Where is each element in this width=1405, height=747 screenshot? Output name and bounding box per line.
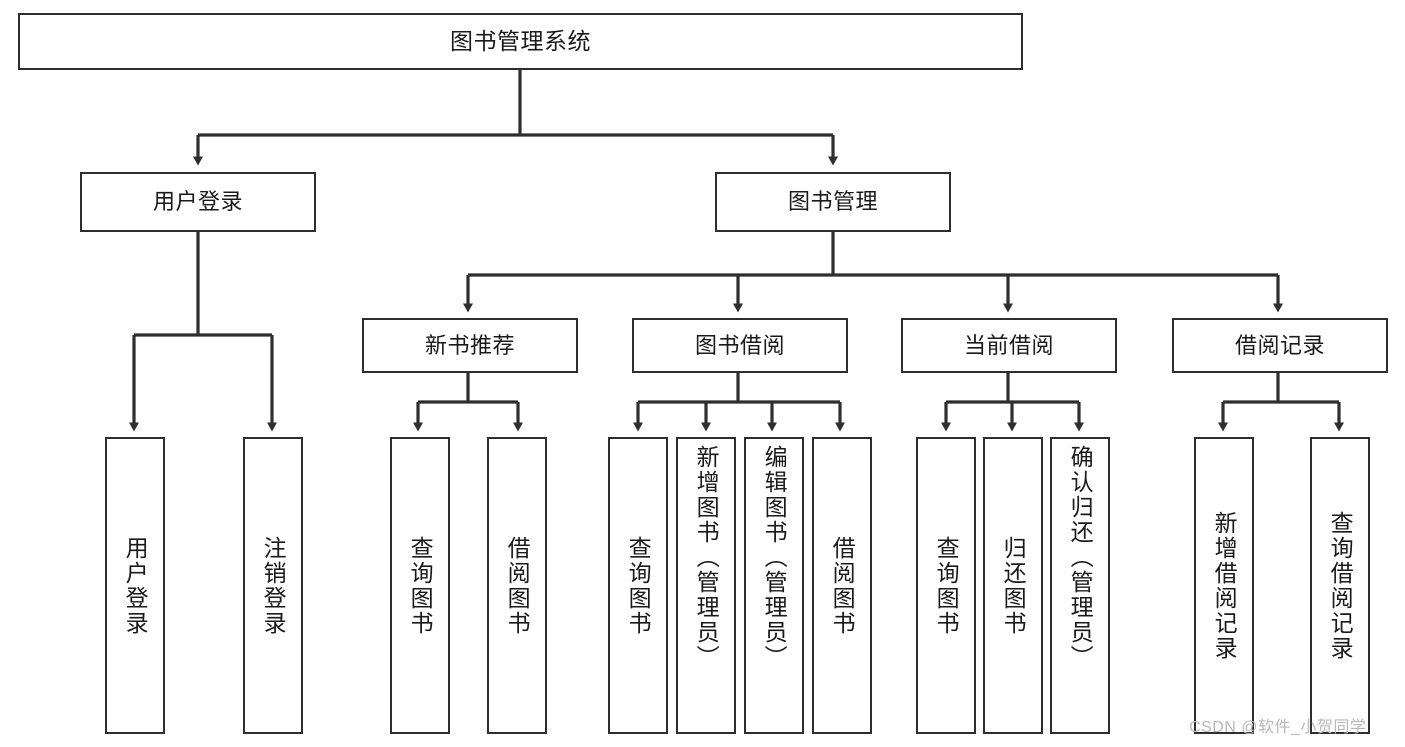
node-label: 确认归还（管理员） [1067,445,1094,670]
node-label: 图书管理 [787,189,878,215]
node-label: 新增图书（管理员） [693,445,720,670]
node-label: 查询图书 [933,535,960,636]
node-label: 图书管理系统 [450,27,591,54]
node-leaf-query-book-recommend[interactable]: 查询图书 [390,437,450,734]
node-leaf-confirm-return-admin[interactable]: 确认归还（管理员） [1050,437,1110,734]
node-label: 查询图书 [407,535,434,636]
node-leaf-return-book[interactable]: 归还图书 [983,437,1043,734]
node-borrow-record[interactable]: 借阅记录 [1172,318,1388,373]
node-label: 查询借阅记录 [1327,510,1354,661]
node-leaf-borrow-book[interactable]: 借阅图书 [812,437,872,734]
node-label: 用户登录 [122,535,149,636]
node-leaf-user-login[interactable]: 用户登录 [105,437,165,734]
node-label: 注销登录 [260,535,287,636]
node-label: 查询图书 [625,535,652,636]
node-book-borrow[interactable]: 图书借阅 [632,318,848,373]
node-book-management[interactable]: 图书管理 [715,172,951,232]
node-leaf-query-book-borrow[interactable]: 查询图书 [608,437,668,734]
node-label: 借阅记录 [1234,332,1325,358]
node-label: 归还图书 [1000,535,1027,636]
node-new-book-recommend[interactable]: 新书推荐 [362,318,578,373]
node-label: 借阅图书 [829,535,856,636]
watermark: CSDN @软件_小贺同学 [1189,719,1367,736]
node-root-library-system[interactable]: 图书管理系统 [18,13,1023,70]
node-label: 用户登录 [152,189,243,215]
node-leaf-add-borrow-record[interactable]: 新增借阅记录 [1194,437,1254,734]
node-leaf-edit-book-admin[interactable]: 编辑图书（管理员） [744,437,804,734]
node-label: 编辑图书（管理员） [761,445,788,670]
node-leaf-query-borrow-record[interactable]: 查询借阅记录 [1310,437,1370,734]
node-leaf-query-book-current[interactable]: 查询图书 [916,437,976,734]
node-leaf-logout[interactable]: 注销登录 [243,437,303,734]
node-label: 借阅图书 [504,535,531,636]
node-leaf-borrow-book-recommend[interactable]: 借阅图书 [487,437,547,734]
node-user-login[interactable]: 用户登录 [80,172,316,232]
node-label: 当前借阅 [963,332,1054,358]
node-label: 图书借阅 [694,332,785,358]
node-leaf-add-book-admin[interactable]: 新增图书（管理员） [676,437,736,734]
node-label: 新增借阅记录 [1211,510,1238,661]
node-label: 新书推荐 [424,332,515,358]
node-current-borrow[interactable]: 当前借阅 [901,318,1117,373]
